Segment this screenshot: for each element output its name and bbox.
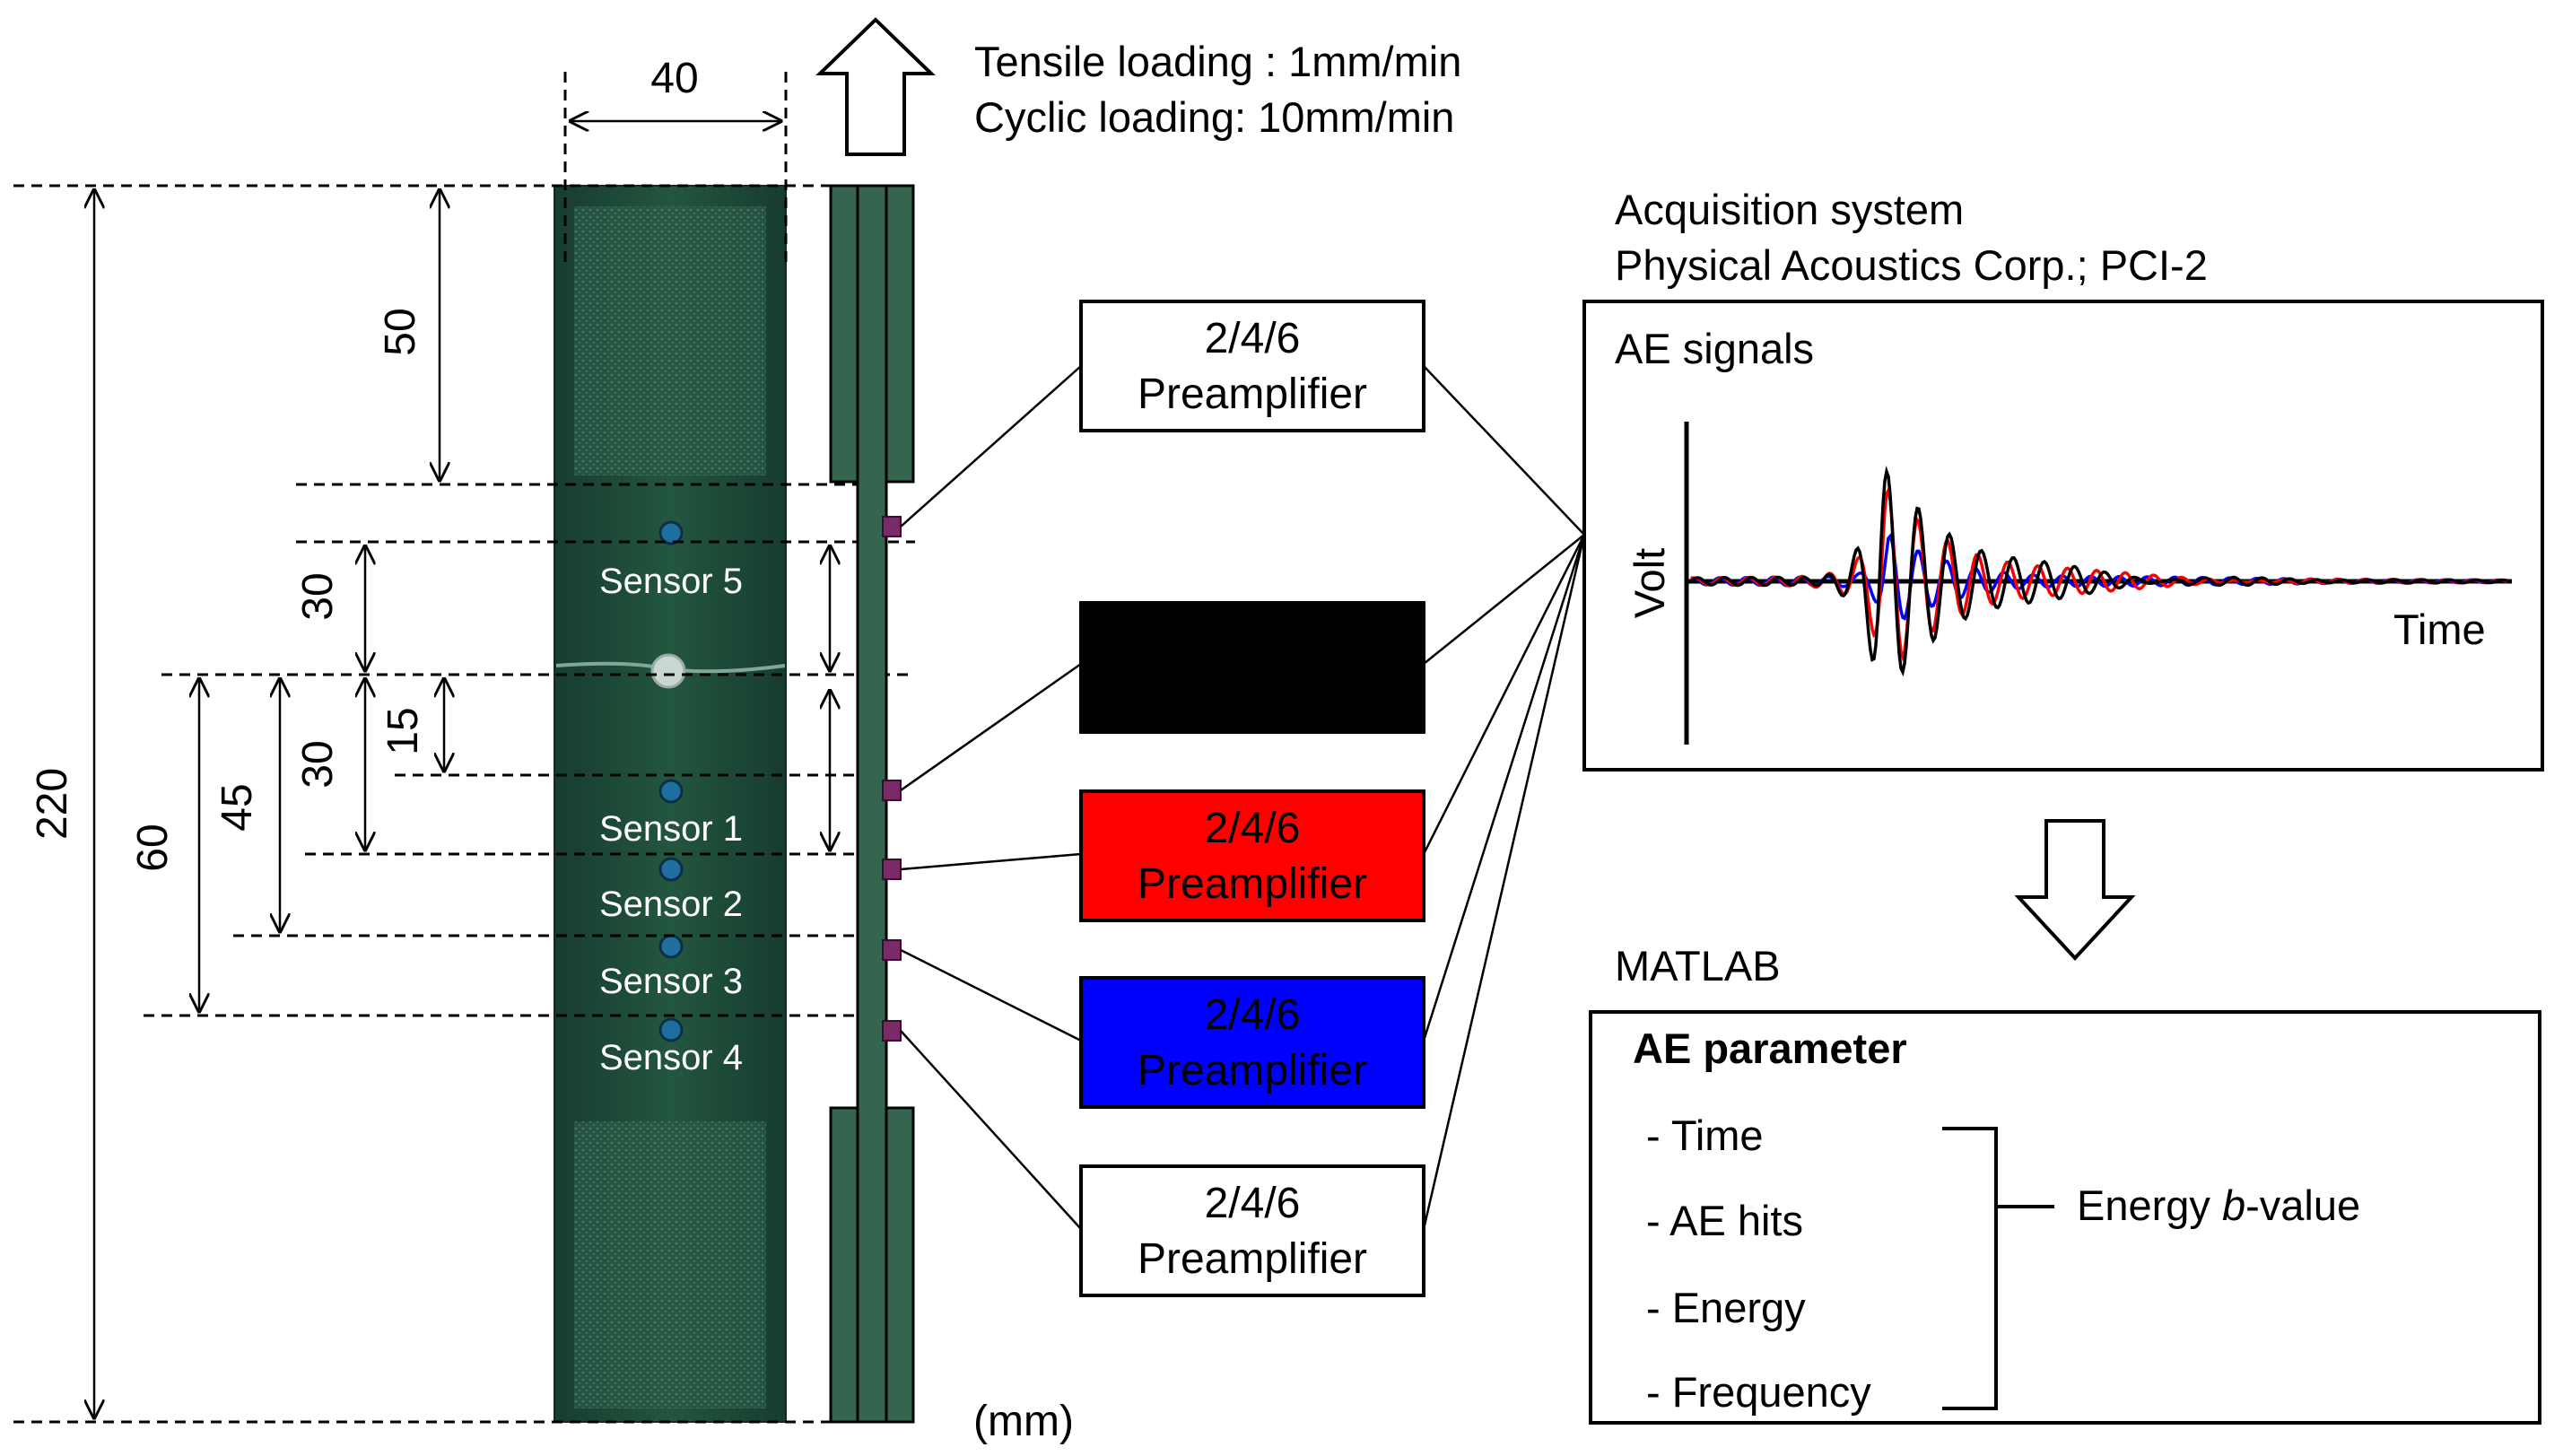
preamp-2-line1: 2/4/6: [1205, 616, 1301, 664]
dimension-labels: 40 220 50 30 30 15 45 60 (mm): [29, 55, 1074, 1445]
time-axis-label: Time: [2393, 606, 2486, 653]
center-hole: [650, 653, 686, 689]
preamp-3-box: [1079, 789, 1425, 922]
preamp-3-line1: 2/4/6: [1205, 805, 1301, 852]
waveform-black: [1689, 466, 2508, 677]
volt-axis-label: Volt: [1626, 548, 1673, 618]
dim-15-label: 15: [379, 707, 427, 754]
acquisition-vendor: Physical Acoustics Corp.; PCI-2: [1615, 241, 2208, 289]
sensor-4-label: Sensor 4: [599, 1038, 743, 1077]
unit-label: (mm): [973, 1398, 1074, 1445]
preamp-5-line1: 2/4/6: [1205, 1180, 1301, 1227]
preamp-2-box: [1079, 601, 1425, 734]
param-item-energy: - Energy: [1646, 1284, 1806, 1331]
specimen-side-view: [829, 184, 915, 1424]
preamplifier-3: 2/4/6 Preamplifier: [1079, 789, 1425, 922]
matlab-label: MATLAB: [1615, 942, 1781, 990]
preamplifier-1: 2/4/6 Preamplifier: [1079, 300, 1425, 432]
preamplifier-5: 2/4/6 Preamplifier: [1079, 1164, 1425, 1297]
sensor-3-dot: [658, 934, 684, 959]
lower-grip-texture: [574, 1121, 766, 1408]
preamplifier-2: 2/4/6 Preamplifier: [1079, 601, 1425, 734]
sensor-5-dot: [658, 520, 684, 545]
upper-grip-texture: [574, 206, 766, 475]
preamp-1-line1: 2/4/6: [1205, 315, 1301, 362]
sensors: Sensor 5 Sensor 1 Sensor 2 Sensor 3 Sens…: [599, 520, 743, 1077]
dimension-arrows: [94, 121, 830, 1417]
preamp-1-box: [1079, 300, 1425, 432]
cyclic-loading-text: Cyclic loading: 10mm/min: [974, 93, 1454, 141]
specimen-photo: [554, 185, 787, 1423]
acquisition-box: [1582, 300, 2544, 772]
tensile-loading-text: Tensile loading : 1mm/min: [974, 38, 1461, 85]
total-length-label: 220: [29, 768, 76, 840]
sensor-1-label: Sensor 1: [599, 809, 743, 849]
energy-b-italic: b: [2222, 1181, 2245, 1229]
sensor-4-dot: [658, 1017, 684, 1042]
ae-signals-label: AE signals: [1615, 325, 1814, 372]
preamp-4-line1: 2/4/6: [1205, 991, 1301, 1039]
preamp-5-line2: Preamplifier: [1138, 1235, 1367, 1283]
matlab-box: [1589, 1010, 2541, 1425]
preamp-3-line2: Preamplifier: [1138, 860, 1367, 908]
parameter-bracket: [1942, 1127, 2054, 1410]
sensor-1-dot: [658, 779, 684, 804]
energy-b-suffix: -value: [2245, 1181, 2360, 1229]
grip-length-label: 50: [377, 308, 424, 355]
preamp-2-line2: Preamplifier: [1138, 672, 1367, 719]
energy-b-prefix: Energy: [2077, 1181, 2222, 1229]
preamp-5-box: [1079, 1164, 1425, 1297]
acquisition-title: Acquisition system: [1615, 186, 1964, 233]
sensor-2-label: Sensor 2: [599, 885, 743, 924]
dim-30-mid-label: 30: [294, 740, 342, 788]
sensor-2-dot: [658, 857, 684, 882]
sensor-3-label: Sensor 3: [599, 962, 743, 1001]
preamp-1-line2: Preamplifier: [1138, 371, 1367, 418]
energy-b-value-label: Energy b-value: [2077, 1181, 2360, 1229]
dim-60-label: 60: [129, 824, 177, 871]
flow-down-arrow: [2014, 819, 2136, 961]
dim-30-top-label: 30: [294, 572, 342, 620]
preamp-4-box: [1079, 976, 1425, 1109]
dim-45-label: 45: [214, 783, 261, 831]
sensor-5-label: Sensor 5: [599, 562, 743, 601]
param-item-frequency: - Frequency: [1646, 1368, 1871, 1416]
width-label: 40: [650, 55, 698, 102]
connectors: [882, 516, 902, 1042]
wires: [900, 365, 1586, 1230]
ae-parameter-title: AE parameter: [1633, 1024, 1907, 1072]
preamplifier-4: 2/4/6 Preamplifier: [1079, 976, 1425, 1109]
dimension-lines: [13, 72, 915, 1424]
load-direction-arrow: [815, 17, 936, 156]
preamp-4-line2: Preamplifier: [1138, 1047, 1367, 1094]
param-item-ae-hits: - AE hits: [1646, 1197, 1803, 1244]
param-item-time: - Time: [1646, 1112, 1764, 1159]
